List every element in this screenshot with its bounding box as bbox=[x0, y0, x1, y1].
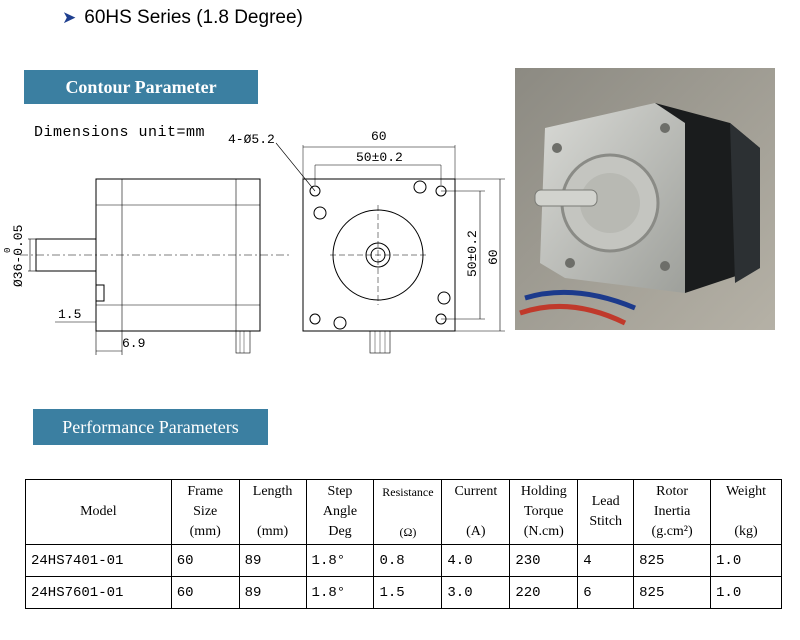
table-cell: 24HS7601-01 bbox=[25, 576, 172, 609]
column-header: Model bbox=[25, 479, 172, 545]
column-header-line bbox=[376, 502, 439, 522]
dimensions-label: Dimensions unit=mm bbox=[34, 124, 206, 141]
column-header-line: Inertia bbox=[653, 504, 691, 519]
column-header: Weight (kg) bbox=[710, 479, 782, 545]
column-header-line: (kg) bbox=[734, 524, 758, 539]
pitch-50-label: 50±0.2 bbox=[356, 150, 403, 165]
column-header: Length (mm) bbox=[238, 479, 307, 545]
width-60-label: 60 bbox=[371, 129, 387, 144]
column-header-line: Lead bbox=[591, 494, 620, 509]
table-cell: 230 bbox=[509, 544, 579, 577]
column-header-line: Angle bbox=[322, 504, 358, 519]
contour-parameter-banner: Contour Parameter bbox=[24, 70, 258, 104]
table-cell: 6 bbox=[577, 576, 635, 609]
table-cell: 1.5 bbox=[373, 576, 443, 609]
column-header-line: Size bbox=[193, 504, 218, 519]
column-header-line: Frame bbox=[187, 484, 224, 499]
holes-label: 4-Ø5.2 bbox=[228, 132, 275, 147]
column-header-line: (A) bbox=[466, 524, 486, 539]
column-header-line: Weight bbox=[725, 484, 767, 499]
table-cell: 60 bbox=[170, 576, 240, 609]
shaft-diameter-label: Ø36-0.05 bbox=[11, 225, 26, 287]
dim-6-9-label: 6.9 bbox=[122, 336, 145, 351]
table-cell: 1.0 bbox=[710, 576, 782, 609]
table-cell: 1.0 bbox=[710, 544, 782, 577]
series-title: ➤ 60HS Series (1.8 Degree) bbox=[62, 7, 303, 29]
column-header-line: (N.cm) bbox=[523, 524, 564, 539]
motor-photo bbox=[515, 68, 775, 330]
series-title-text: 60HS Series (1.8 Degree) bbox=[84, 7, 303, 28]
table-cell: 220 bbox=[509, 576, 579, 609]
table-cell: 4.0 bbox=[441, 544, 511, 577]
table-cell: 1.8° bbox=[305, 576, 375, 609]
column-header-line: Rotor bbox=[656, 484, 689, 499]
table-cell: 24HS7401-01 bbox=[25, 544, 172, 577]
column-header-line: Torque bbox=[524, 504, 564, 519]
column-header-line: (mm) bbox=[257, 524, 289, 539]
table-cell: 89 bbox=[238, 544, 307, 577]
table-cell: 60 bbox=[170, 544, 240, 577]
table-cell: 0.8 bbox=[373, 544, 443, 577]
column-header-line: (Ω) bbox=[399, 525, 417, 539]
column-header-line: Length bbox=[252, 484, 293, 499]
table-cell: 3.0 bbox=[441, 576, 511, 609]
column-header-line bbox=[242, 502, 304, 522]
dimension-drawing: Ø36-0.05 0 1.5 6.9 4-Ø5.2 60 50±0.2 50±0… bbox=[3, 129, 505, 355]
column-header: Current (A) bbox=[441, 479, 511, 545]
column-header-line: Model bbox=[80, 504, 117, 519]
column-header-line bbox=[444, 502, 507, 522]
column-header-line: Step bbox=[327, 484, 353, 499]
height-60-label: 60 bbox=[486, 249, 501, 265]
column-header-line: Deg bbox=[328, 524, 352, 539]
column-header-line bbox=[713, 502, 779, 522]
table-cell: 89 bbox=[238, 576, 307, 609]
table-cell: 825 bbox=[633, 544, 712, 577]
table-cell: 1.8° bbox=[305, 544, 375, 577]
column-header-line: Stitch bbox=[589, 514, 623, 529]
performance-parameters-banner: Performance Parameters bbox=[33, 409, 268, 445]
pitch-50-vertical-label: 50±0.2 bbox=[465, 230, 480, 277]
table-cell: 4 bbox=[577, 544, 635, 577]
shaft-tolerance-label: 0 bbox=[3, 248, 13, 253]
dim-1-5-label: 1.5 bbox=[58, 307, 81, 322]
table-cell: 825 bbox=[633, 576, 712, 609]
column-header-line: Resistance bbox=[382, 485, 434, 499]
column-header-line: (g.cm²) bbox=[651, 524, 693, 539]
column-header: Resistance (Ω) bbox=[373, 479, 443, 545]
arrow-bullet-icon: ➤ bbox=[62, 8, 77, 27]
column-header-line: Current bbox=[454, 484, 498, 499]
column-header-line: (mm) bbox=[189, 524, 221, 539]
column-header-line: Holding bbox=[520, 484, 567, 499]
